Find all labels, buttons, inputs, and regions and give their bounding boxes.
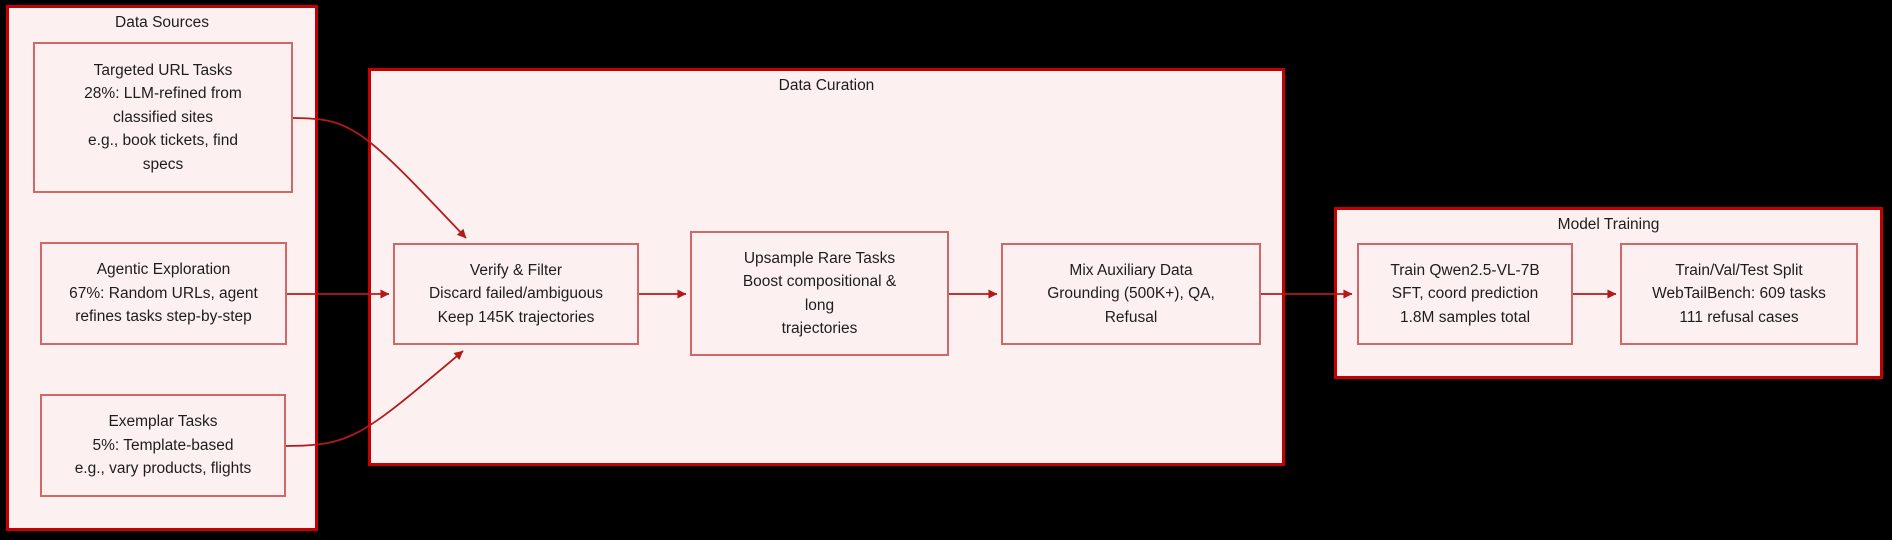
node-line: Keep 145K trajectories [437,308,595,326]
node-line: e.g., vary products, flights [74,460,252,478]
node-line: Boost compositional & [742,273,897,290]
container-title-data-sources: Data Sources [115,14,209,31]
node-line: Mix Auxiliary Data [1069,261,1193,279]
container-title-model-training: Model Training [1557,216,1660,233]
node-train-val-test-split: Train/Val/Test Split WebTailBench: 609 t… [1620,243,1858,345]
node-line: long [804,296,835,314]
node-line: Train Qwen2.5-VL-7B [1390,261,1540,279]
node-line: 67%: Random URLs, agent [69,284,258,302]
node-verify-filter: Verify & Filter Discard failed/ambiguous… [393,243,639,345]
container-data-sources: Data Sources Targeted URL Tasks 28%: LLM… [6,5,318,531]
node-targeted-url-tasks: Targeted URL Tasks 28%: LLM-refined from… [33,42,293,193]
container-model-training: Model Training Train Qwen2.5-VL-7B SFT, … [1334,207,1883,379]
node-line: Targeted URL Tasks [93,61,233,79]
node-exemplar-tasks: Exemplar Tasks 5%: Template-based e.g., … [40,394,286,497]
node-line: Train/Val/Test Split [1675,261,1803,279]
node-line: Agentic Exploration [96,261,231,279]
container-data-curation: Data Curation Verify & Filter Discard fa… [368,68,1285,466]
node-line: 111 refusal cases [1679,308,1799,326]
node-line: Exemplar Tasks [108,413,218,431]
node-line: Grounding (500K+), QA, [1047,285,1215,303]
node-line: Upsample Rare Tasks [743,249,896,267]
node-upsample-rare-tasks: Upsample Rare Tasks Boost compositional … [690,231,949,356]
node-line: Verify & Filter [469,261,563,279]
node-line: 5%: Template-based [92,436,234,454]
node-line: trajectories [781,320,858,337]
node-line: specs [142,155,184,173]
node-line: Refusal [1104,308,1158,326]
node-line: refines tasks step-by-step [75,308,252,326]
node-line: WebTailBench: 609 tasks [1652,285,1826,303]
node-line: 28%: LLM-refined from [84,85,242,103]
node-line: SFT, coord prediction [1391,285,1539,303]
container-title-data-curation: Data Curation [778,77,875,94]
node-line: e.g., book tickets, find [88,132,238,150]
node-train-qwen: Train Qwen2.5-VL-7B SFT, coord predictio… [1357,243,1573,345]
node-line: Discard failed/ambiguous [428,285,604,303]
node-agentic-exploration: Agentic Exploration 67%: Random URLs, ag… [40,242,287,345]
node-line: classified sites [113,108,213,126]
node-mix-auxiliary-data: Mix Auxiliary Data Grounding (500K+), QA… [1001,243,1261,345]
node-line: 1.8M samples total [1399,308,1531,326]
